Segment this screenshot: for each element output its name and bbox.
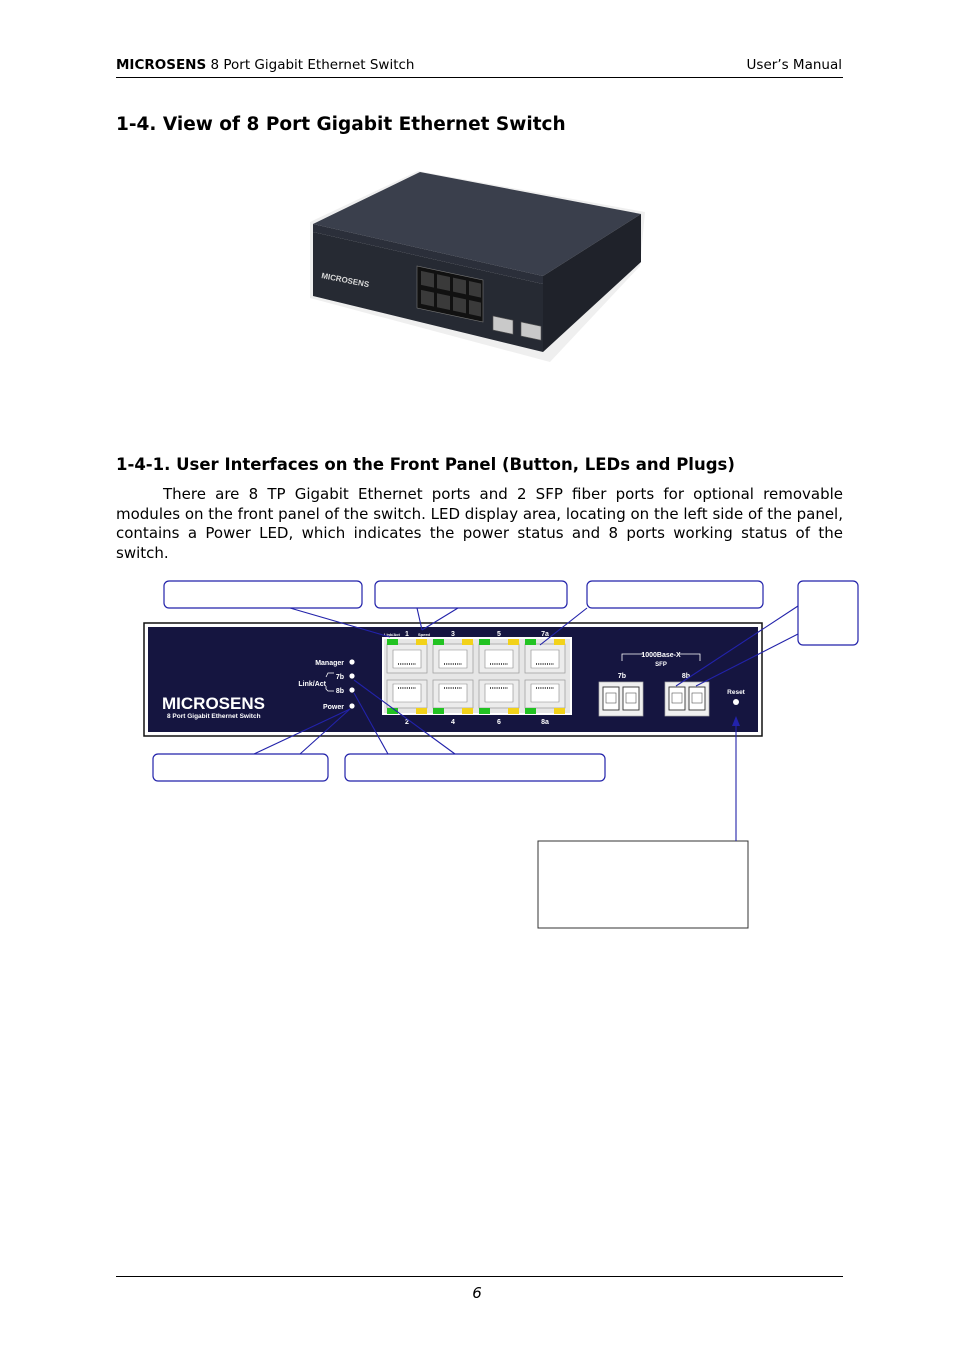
port-led-green bbox=[525, 708, 536, 714]
led-tag-link-act: Link/Act bbox=[384, 632, 400, 637]
callout-box-port-leds bbox=[344, 753, 606, 782]
led-label-manager: Manager bbox=[315, 660, 344, 667]
port-number-3: 3 bbox=[451, 631, 455, 638]
port-led-yellow bbox=[462, 708, 473, 714]
rj45-port-7a[interactable] bbox=[524, 643, 566, 674]
port-led-yellow bbox=[554, 639, 565, 645]
intro-paragraph: There are 8 TP Gigabit Ethernet ports an… bbox=[116, 485, 843, 562]
reset-button[interactable] bbox=[733, 699, 739, 705]
panel-model: 8 Port Gigabit Ethernet Switch bbox=[167, 713, 261, 720]
callout-box-sfp bbox=[797, 580, 859, 646]
port-led-yellow bbox=[462, 639, 473, 645]
port-number-8a: 8a bbox=[541, 719, 549, 726]
port-led-yellow bbox=[508, 708, 519, 714]
led-label-7b: 7b bbox=[336, 674, 344, 681]
page-number: 6 bbox=[472, 1284, 482, 1302]
callout-box-power bbox=[152, 753, 329, 782]
led-8b bbox=[349, 687, 355, 693]
led-tag-speed: Speed bbox=[418, 632, 431, 637]
subsection-title: 1-4-1. User Interfaces on the Front Pane… bbox=[116, 455, 735, 474]
callout-box-tp-port bbox=[586, 580, 764, 609]
callout-box-speed bbox=[374, 580, 568, 609]
rj45-port-3[interactable] bbox=[432, 643, 474, 674]
sfp-port-label-8b: 8b bbox=[682, 673, 690, 680]
sfp-port-7b[interactable] bbox=[598, 681, 644, 717]
header-brand: MICROSENS bbox=[116, 57, 207, 73]
reset-label: Reset bbox=[727, 689, 746, 696]
callout-box-reset bbox=[537, 840, 749, 929]
running-header-right: User’s Manual bbox=[746, 57, 842, 73]
sfp-subtitle: SFP bbox=[655, 662, 667, 668]
port-led-green bbox=[387, 708, 398, 714]
section-title: 1-4. View of 8 Port Gigabit Ethernet Swi… bbox=[116, 114, 566, 135]
front-panel-diagram: MICROSENS 8 Port Gigabit Ethernet Switch… bbox=[143, 580, 859, 929]
led-power bbox=[349, 703, 355, 709]
rj45-port-2[interactable] bbox=[386, 679, 428, 709]
led-label-power: Power bbox=[323, 704, 344, 711]
rj45-port-4[interactable] bbox=[432, 679, 474, 709]
port-led-green bbox=[525, 639, 536, 645]
port-led-green bbox=[479, 639, 490, 645]
sfp-port-8b[interactable] bbox=[664, 681, 710, 717]
sfp-port-label-7b: 7b bbox=[618, 673, 626, 680]
led-manager bbox=[349, 659, 355, 665]
port-number-1: 1 bbox=[405, 631, 409, 638]
footer-rule bbox=[116, 1276, 843, 1277]
port-led-green bbox=[433, 708, 444, 714]
port-led-yellow bbox=[416, 708, 427, 714]
port-led-yellow bbox=[416, 639, 427, 645]
led-label-8b: 8b bbox=[336, 688, 344, 695]
port-number-4: 4 bbox=[451, 719, 455, 726]
port-number-6: 6 bbox=[497, 719, 501, 726]
led-7b bbox=[349, 673, 355, 679]
switch-photo: MICROSENS bbox=[310, 171, 645, 362]
port-number-5: 5 bbox=[497, 631, 501, 638]
rj45-port-8a[interactable] bbox=[524, 679, 566, 709]
rj45-port-5[interactable] bbox=[478, 643, 520, 674]
port-led-yellow bbox=[508, 639, 519, 645]
port-led-yellow bbox=[554, 708, 565, 714]
port-number-2: 2 bbox=[405, 719, 409, 726]
header-product: 8 Port Gigabit Ethernet Switch bbox=[210, 57, 415, 73]
rj45-port-1[interactable] bbox=[386, 643, 428, 674]
running-header-left: MICROSENS 8 Port Gigabit Ethernet Switch bbox=[116, 57, 414, 73]
panel-brand: MICROSENS bbox=[162, 694, 265, 713]
port-number-7a: 7a bbox=[541, 631, 549, 638]
led-label-link-act: Link/Act bbox=[298, 681, 326, 688]
rj45-port-6[interactable] bbox=[478, 679, 520, 709]
callout-box-link-act bbox=[163, 580, 363, 609]
port-led-green bbox=[387, 639, 398, 645]
sfp-title: 1000Base-X bbox=[641, 652, 681, 659]
port-led-green bbox=[479, 708, 490, 714]
port-led-green bbox=[433, 639, 444, 645]
header-rule bbox=[116, 77, 843, 78]
